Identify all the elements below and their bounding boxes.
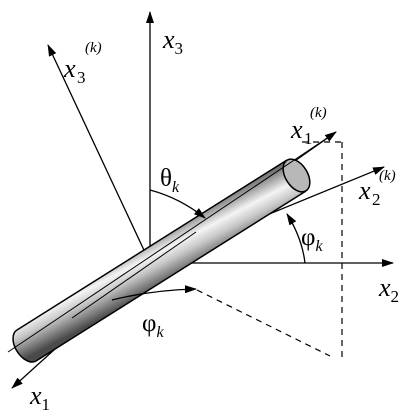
- phi-upper-arc-arrow: [286, 213, 306, 264]
- phi-lower-arc-arrow: [111, 285, 197, 301]
- x3k-axis: [47, 44, 151, 264]
- rod-diagonal-line: [71, 231, 197, 319]
- projection-diagonal-dashed-line: [196, 289, 331, 357]
- phi-lower-label: φk: [142, 310, 164, 341]
- x3k-axis-label: x3(k): [63, 40, 102, 87]
- theta-label: θk: [160, 165, 180, 196]
- x1k-axis-label: x1(k): [290, 105, 327, 148]
- phi-upper-label: φk: [301, 224, 323, 255]
- rod-end-cap: [282, 158, 311, 193]
- x2k-axis-label: x2(k): [358, 168, 396, 209]
- theta-arc-arrow: [149, 189, 206, 219]
- projection-lines: [196, 141, 343, 358]
- angle-arrows: [111, 189, 306, 301]
- rod-axis-line: [7, 131, 337, 353]
- x1-axis-label: x1: [29, 381, 50, 414]
- x2-axis-label: x2: [378, 273, 399, 306]
- rod-body: [12, 159, 307, 363]
- x3-axis-label: x3: [162, 25, 183, 58]
- rod: [7, 131, 337, 363]
